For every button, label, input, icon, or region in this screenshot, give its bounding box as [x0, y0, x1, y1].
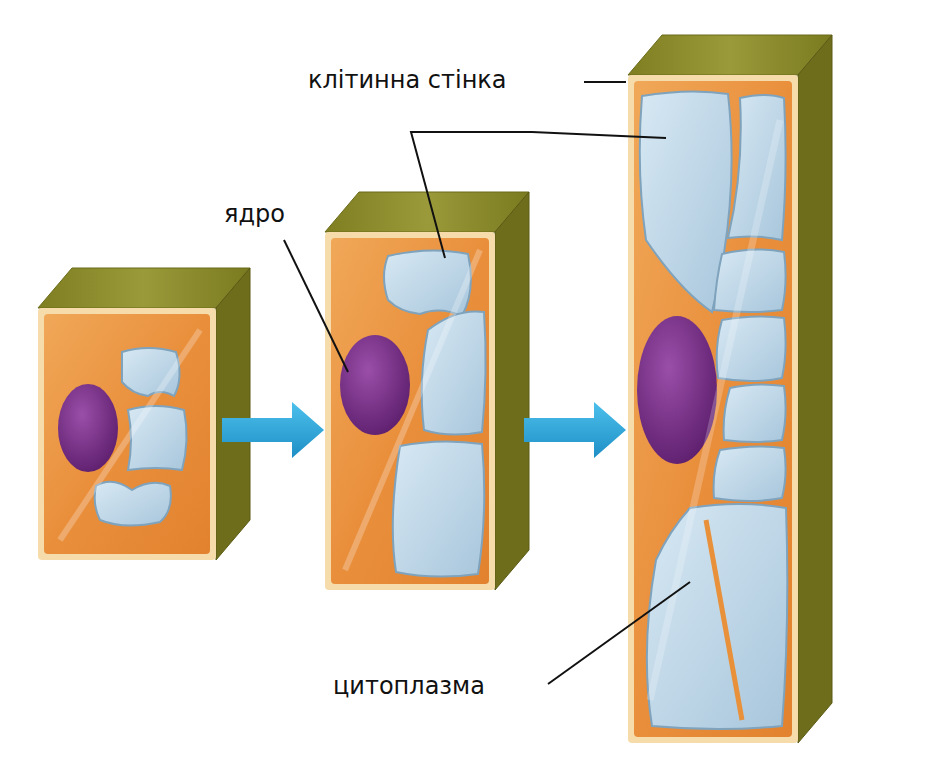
growth-arrow [222, 402, 324, 458]
nucleus-label: ядро [222, 200, 287, 229]
elongated-cell [628, 35, 832, 743]
cell-wall-label: клітинна стінка [306, 66, 509, 95]
cytoplasm-label: цитоплазма [331, 672, 487, 701]
medium-cell [325, 192, 529, 590]
small-cell [38, 268, 250, 560]
leader-lines [284, 82, 690, 684]
growth-arrow [524, 402, 626, 458]
